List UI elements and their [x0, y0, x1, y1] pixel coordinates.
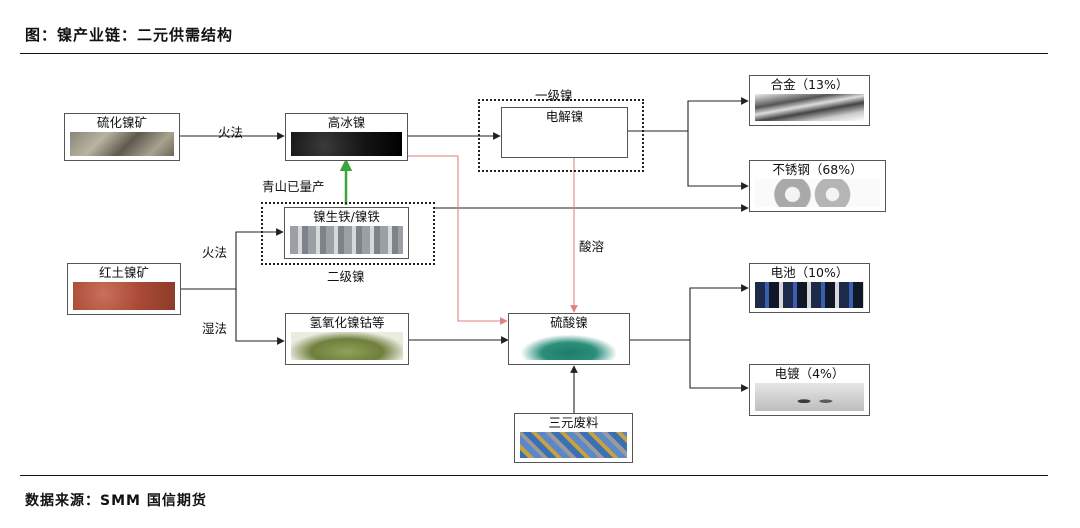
nickel-pellets-photo	[507, 126, 622, 153]
node-sulfide-ore-label: 硫化镍矿	[96, 115, 147, 130]
node-plating-label: 电镀（4%）	[774, 366, 845, 381]
node-electrolytic-nickel: 电解镍	[501, 107, 628, 158]
edge-label-fire-1: 火法	[218, 125, 244, 140]
edge-label-qingshan: 青山已量产	[262, 179, 325, 194]
node-battery: 电池（10%）	[749, 263, 870, 313]
waste-photo	[520, 432, 627, 458]
title: 图：镍产业链：二元供需结构	[25, 26, 234, 44]
node-ternary-waste: 三元废料	[514, 413, 633, 463]
arrow-laterite-to-hydroxide	[235, 289, 285, 345]
node-npi: 镍生铁/镍铁	[284, 207, 409, 259]
node-alloy-label: 合金（13%）	[770, 77, 849, 92]
node-nickel-sulfate-label: 硫酸镍	[550, 315, 588, 330]
node-hydroxide: 氢氧化镍钴等	[285, 313, 409, 365]
ingots-photo	[290, 226, 403, 254]
source-note: 数据来源：SMM 国信期货	[25, 493, 207, 509]
top-rule	[20, 53, 1048, 54]
node-hydroxide-label: 氢氧化镍钴等	[309, 315, 385, 330]
node-laterite: 红土镍矿	[67, 263, 181, 315]
edge-label-acid: 酸溶	[579, 239, 605, 254]
hydroxide-photo	[291, 332, 403, 360]
node-alloy: 合金（13%）	[749, 75, 870, 126]
arrow-matte-to-sulfate	[408, 155, 508, 325]
node-sulfide-ore: 硫化镍矿	[64, 113, 180, 161]
group-class1-label: 一级镍	[535, 88, 573, 103]
battery-photo	[755, 282, 864, 308]
laterite-photo	[73, 282, 175, 310]
node-electrolytic-nickel-label: 电解镍	[545, 109, 584, 124]
group-class1	[478, 99, 644, 172]
bottom-rule	[20, 475, 1048, 476]
group-class2	[261, 202, 435, 265]
steel-coils-photo	[755, 179, 880, 207]
edge-label-fire-2: 火法	[202, 245, 228, 260]
matte-photo	[291, 132, 402, 156]
node-high-matte-label: 高冰镍	[327, 115, 366, 130]
node-laterite-label: 红土镍矿	[98, 265, 149, 280]
sulfate-photo	[514, 332, 624, 360]
arrow-electrolytic-to-stainless	[687, 131, 749, 190]
node-high-matte: 高冰镍	[285, 113, 408, 161]
node-nickel-sulfate: 硫酸镍	[508, 313, 630, 365]
alloy-rods-photo	[755, 94, 864, 121]
node-stainless: 不锈钢（68%）	[749, 160, 886, 212]
edge-label-wet: 湿法	[202, 321, 228, 336]
arrow-sulfate-to-battery	[630, 284, 749, 341]
rock-photo	[70, 132, 174, 156]
plating-photo	[755, 383, 864, 411]
node-ternary-waste-label: 三元废料	[548, 415, 599, 430]
arrow-sulfate-to-plating	[689, 340, 749, 392]
arrow-electrolytic-to-alloy	[628, 97, 749, 132]
node-plating: 电镀（4%）	[749, 364, 870, 416]
arrow-laterite-to-npi	[180, 228, 284, 290]
group-class2-label: 二级镍	[327, 269, 365, 284]
node-npi-label: 镍生铁/镍铁	[313, 209, 380, 224]
node-battery-label: 电池（10%）	[770, 265, 849, 280]
node-stainless-label: 不锈钢（68%）	[772, 162, 863, 177]
